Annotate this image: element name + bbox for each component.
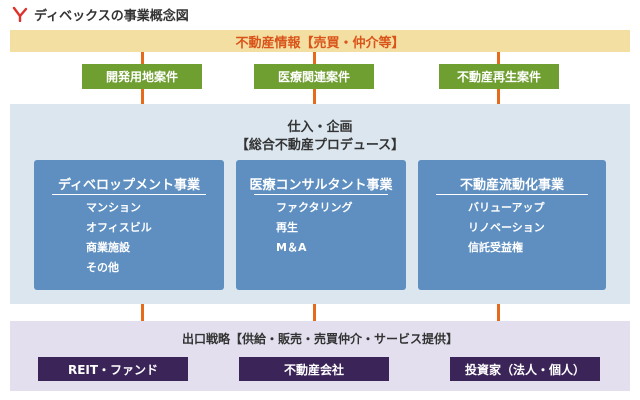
connector-line: [141, 304, 144, 321]
business-box-liquidation: 不動産流動化事業 バリューアップ リノベーション 信託受益権: [418, 160, 606, 290]
category-box-real-estate-revival: 不動産再生案件: [439, 64, 559, 89]
divider: [254, 194, 388, 195]
business-box-medical-consulting: 医療コンサルタント事業 ファクタリング 再生 M＆A: [236, 160, 406, 290]
connector-line: [141, 52, 144, 64]
category-box-medical: 医療関連案件: [254, 64, 374, 89]
connector-line: [313, 304, 316, 321]
exit-box-real-estate-company: 不動産会社: [239, 357, 389, 381]
business-title: ディベロップメント事業: [57, 178, 201, 193]
connector-line: [313, 52, 316, 64]
business-item: 信託受益権: [468, 241, 523, 254]
category-box-development-land: 開発用地案件: [82, 64, 202, 89]
top-info-bar: 不動産情報【売買・仲介等】: [10, 30, 630, 52]
business-item: 再生: [276, 221, 298, 234]
business-item: マンション: [86, 201, 141, 214]
exit-box-reit-fund: REIT・ファンド: [38, 357, 188, 381]
business-item: ファクタリング: [276, 201, 353, 214]
planning-subheading: 【総合不動産プロデュース】: [235, 138, 405, 153]
business-item: リノベーション: [468, 221, 545, 234]
divider: [52, 194, 206, 195]
exit-strategy-heading: 出口戦略【供給・販売・売買仲介・サービス提供】: [181, 332, 458, 346]
business-item: その他: [86, 261, 119, 274]
business-item: M＆A: [276, 241, 307, 254]
title-row: ディベックスの事業概念図: [12, 4, 189, 24]
business-item: オフィスビル: [86, 221, 152, 234]
connector-line: [141, 89, 144, 104]
business-box-development: ディベロップメント事業 マンション オフィスビル 商業施設 その他: [34, 160, 224, 290]
business-item-list: バリューアップ リノベーション 信託受益権: [418, 198, 606, 258]
business-item-list: マンション オフィスビル 商業施設 その他: [34, 198, 224, 278]
connector-line: [497, 52, 500, 64]
connector-line: [497, 89, 500, 104]
business-title: 不動産流動化事業: [459, 178, 564, 193]
divider: [436, 194, 588, 195]
business-item-list: ファクタリング 再生 M＆A: [236, 198, 406, 258]
business-item: バリューアップ: [468, 201, 545, 214]
exit-box-investors: 投資家（法人・個人）: [450, 357, 600, 381]
connector-line: [313, 89, 316, 104]
connector-line: [497, 304, 500, 321]
business-title: 医療コンサルタント事業: [249, 178, 393, 193]
business-item: 商業施設: [86, 241, 130, 254]
diagram-title: ディベックスの事業概念図: [34, 8, 189, 24]
planning-heading: 仕入・企画: [287, 120, 353, 135]
logo-icon: [12, 6, 28, 22]
